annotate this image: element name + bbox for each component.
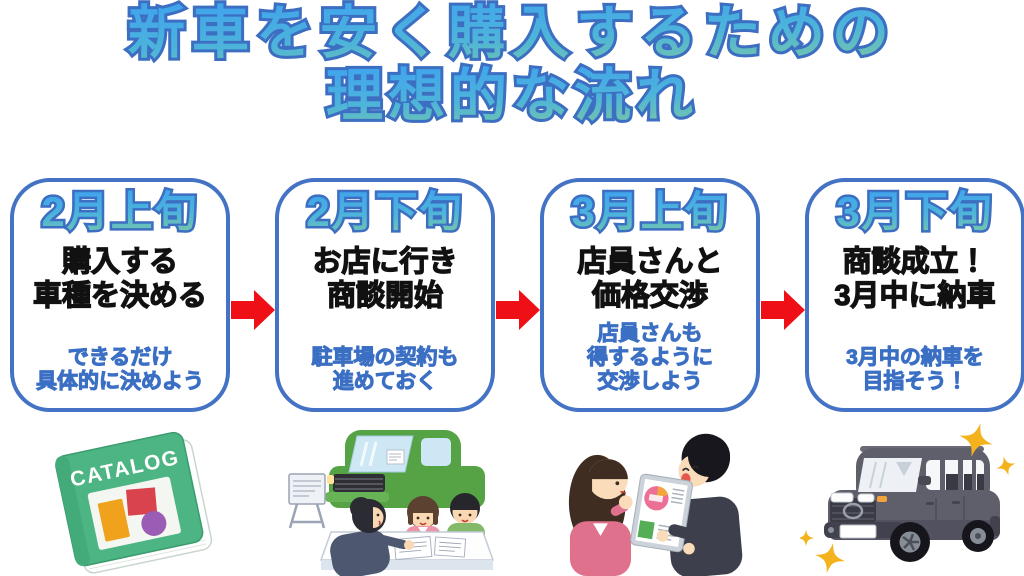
title-line-1-outline: 新車を安く購入するための [0,0,1024,67]
stage-box-early-february: 2月上旬 2月上旬 購入する 車種を決める できるだけ 具体的に決めよう [10,178,230,412]
title-line-2-fill: 理想的な流れ [326,63,698,128]
arrow-right-icon-1 [231,288,275,332]
negotiation-illustration [540,418,760,576]
stage-3-action: 店員さんと 価格交渉 [577,245,723,313]
stage-4-note: 3月中の納車を 目指そう！ [846,346,985,394]
stage-box-late-march: 3月下旬 3月下旬 商談成立！ 3月中に納車 3月中の納車を 目指そう！ [805,178,1024,412]
catalog-illustration: CATALOG [10,418,230,576]
stage-1-period: 2月上旬 2月上旬 [39,187,199,236]
title-line-2-outline: 理想的な流れ [0,62,1024,130]
stage-2-note: 駐車場の契約も 進めておく [311,346,459,394]
price-sign [288,473,326,529]
stage-1-note: できるだけ 具体的に決めよう [36,346,205,394]
stage-4-period: 3月下旬 3月下旬 [834,187,994,236]
stage-3-note: 店員さんも 得するように 交渉しよう [587,322,714,394]
title-line-1: 新車を安く購入するための 新車を安く購入するための [0,0,1024,67]
arrow-right-icon-2 [496,288,540,332]
title-line-1-fill: 新車を安く購入するための [128,1,896,65]
delivered-car-illustration [800,418,1024,576]
stage-2-action: お店に行き 商談開始 [312,245,458,313]
stage-2-period: 2月下旬 2月下旬 [304,187,464,236]
dealership-illustration [275,418,495,576]
stage-4-action: 商談成立！ 3月中に納車 [834,245,996,313]
title-line-2: 理想的な流れ 理想的な流れ [0,62,1024,130]
stage-box-early-march: 3月上旬 3月上旬 店員さんと 価格交渉 店員さんも 得するように 交渉しよう [540,178,760,412]
stage-1-action: 購入する 車種を決める [32,245,207,313]
stage-3-period: 3月上旬 3月上旬 [569,187,729,236]
arrow-right-icon-3 [761,288,805,332]
page-title: 新車を安く購入するための 新車を安く購入するための 理想的な流れ 理想的な流れ [0,0,1024,130]
stage-box-late-february: 2月下旬 2月下旬 お店に行き 商談開始 駐車場の契約も 進めておく [275,178,495,412]
